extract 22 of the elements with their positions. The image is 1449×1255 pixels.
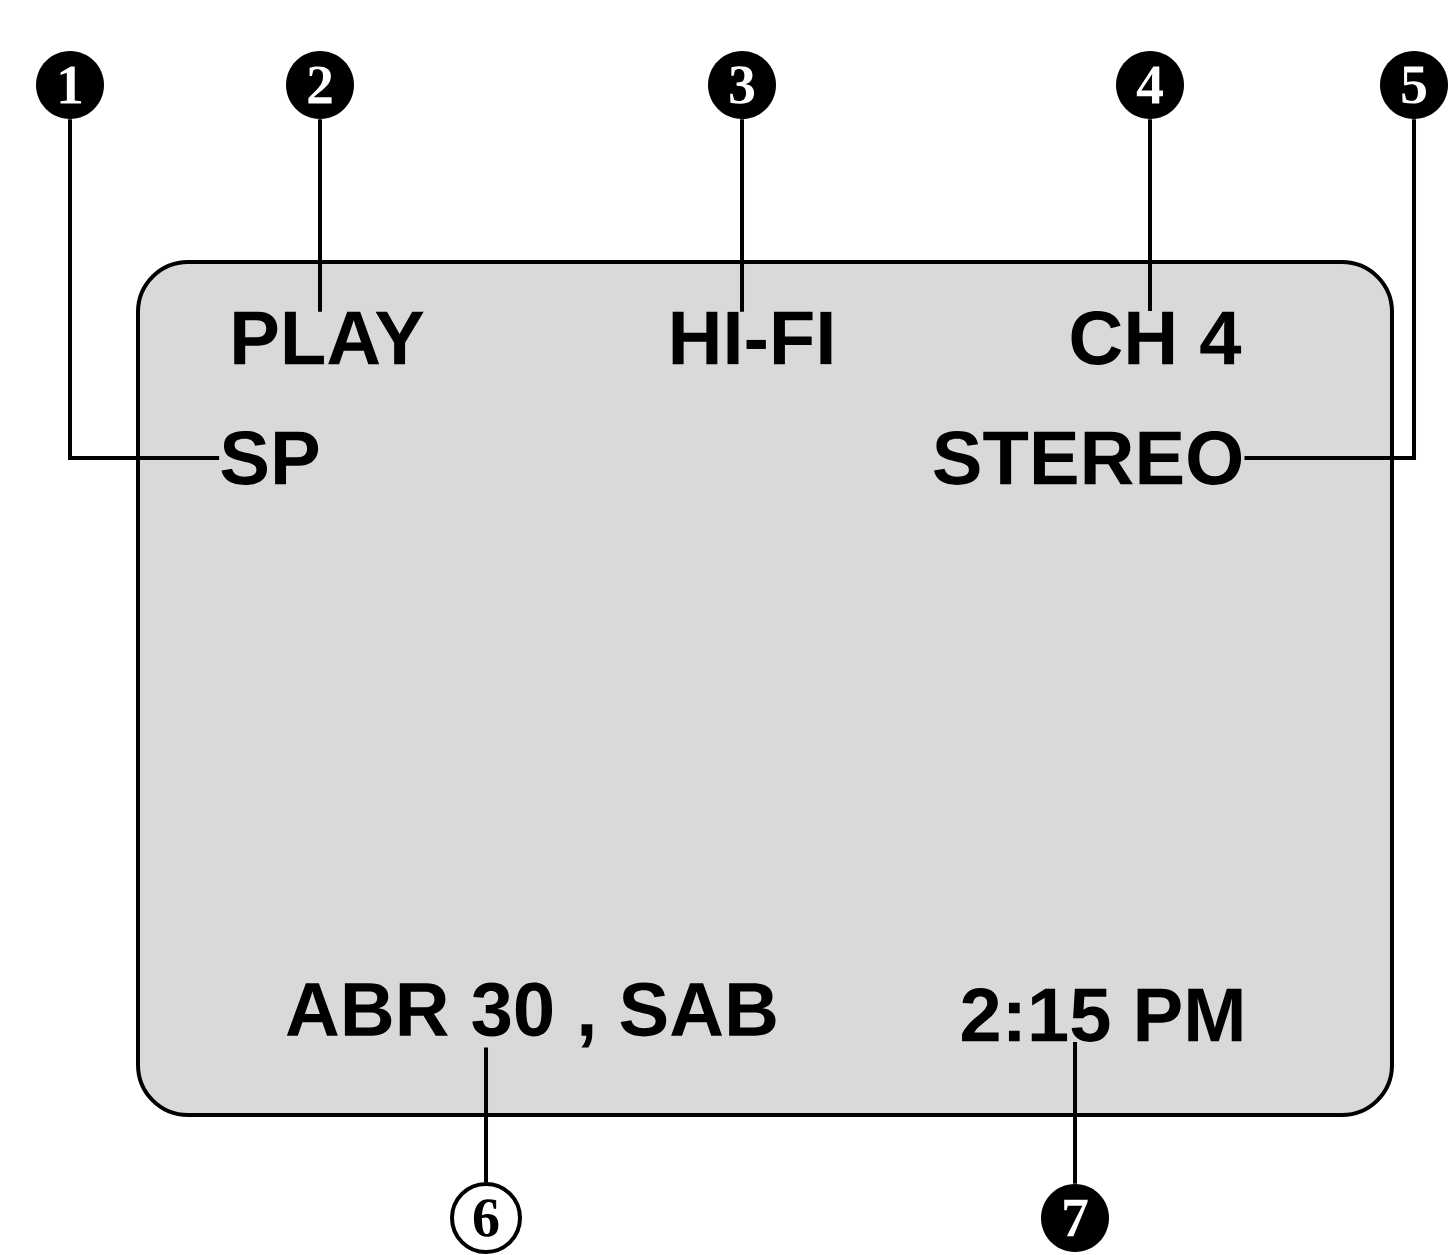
display-text: HI-FI	[672, 311, 832, 365]
leader-line	[318, 119, 322, 312]
display-text: PLAY	[234, 311, 424, 365]
leader-line	[484, 1047, 488, 1182]
display-text: 2:15 PM	[962, 988, 1242, 1042]
leader-line	[1148, 119, 1152, 311]
display-text: SP	[221, 431, 319, 485]
callout-number: 1	[36, 51, 104, 119]
leader-line	[1073, 1042, 1077, 1184]
leader-line	[68, 119, 220, 460]
leader-line	[740, 119, 744, 312]
callout-number: 7	[1041, 1184, 1109, 1252]
leader-line	[1244, 119, 1416, 460]
callout-number: 6	[450, 1182, 522, 1254]
callout-number: 2	[286, 51, 354, 119]
screen-box	[136, 260, 1394, 1117]
display-text: STEREO	[933, 431, 1242, 485]
callout-number: 4	[1116, 51, 1184, 119]
callout-number: 5	[1380, 51, 1448, 119]
callout-number: 3	[708, 51, 776, 119]
display-text: ABR 30 , SAB	[286, 982, 776, 1048]
display-text: CH 4	[1071, 311, 1242, 365]
